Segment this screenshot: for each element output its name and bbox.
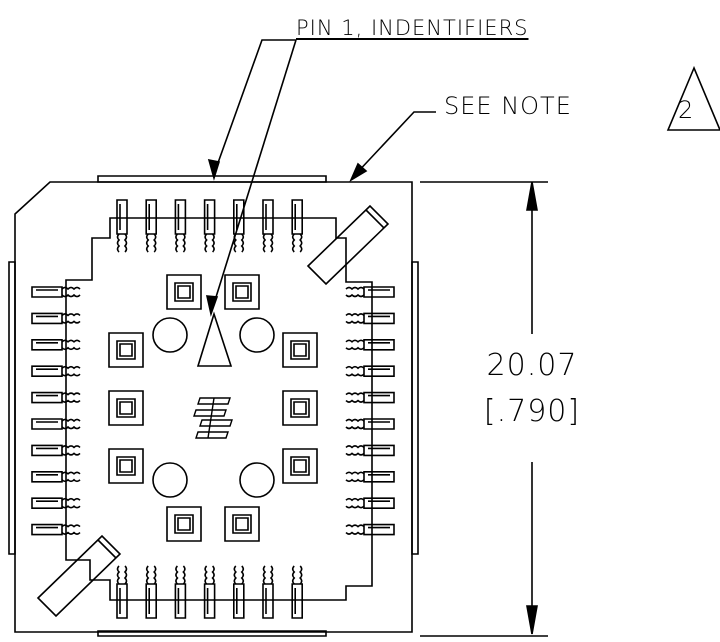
left-pin [32,366,80,376]
left-pin [32,419,80,429]
bottom-pin [117,566,127,618]
contact-pad [109,333,143,367]
corner-bar-top-right [308,206,388,284]
bottom-pin [146,566,156,618]
left-pin [32,472,80,482]
right-pin [346,393,394,403]
left-pin [32,340,80,350]
top-pin [292,200,302,252]
left-pin [32,445,80,455]
top-pin [117,200,127,252]
note-leader [351,112,436,180]
dimension-mm: 20.07 [486,348,578,383]
bottom-pin [234,566,244,618]
contact-pad [283,449,317,483]
contact-pad [283,391,317,425]
contact-pad [283,333,317,367]
right-pin-row [346,287,394,535]
top-pin [234,200,244,252]
logo-mark [194,398,232,438]
corner-bar-bottom-left [38,536,120,616]
left-pin-row [32,287,80,535]
left-pin [32,393,80,403]
bottom-pin [292,566,302,618]
right-pin [346,445,394,455]
top-pin-row [117,200,302,252]
pin1-triangle [198,314,231,366]
bottom-lip [98,631,326,636]
dimension-line [420,182,548,636]
bottom-pin-row [117,566,302,618]
contact-pad [167,275,201,309]
left-pin [32,498,80,508]
left-pin [32,525,80,535]
note-triangle [668,68,720,130]
alignment-hole-3 [153,463,187,497]
top-pin [175,200,185,252]
inner-cavity [66,218,372,600]
bottom-pin [175,566,185,618]
left-side-tab [9,262,15,554]
contact-pad [225,275,259,309]
contact-pad [167,507,201,541]
top-pin [263,200,273,252]
right-pin [346,313,394,323]
bottom-pin [263,566,273,618]
right-pin [346,287,394,297]
right-pin [346,419,394,429]
top-lip [98,176,326,182]
alignment-hole-4 [240,463,274,497]
pin1-identifier-label: PIN 1, INDENTIFIERS [296,16,529,40]
right-pin [346,472,394,482]
contact-pads [109,275,317,541]
contact-pad [109,391,143,425]
alignment-hole-1 [153,318,187,352]
note-number: 2 [678,96,695,124]
alignment-hole-2 [240,318,274,352]
see-note-label: SEE NOTE [444,92,572,120]
right-pin [346,498,394,508]
right-pin [346,525,394,535]
top-pin [205,200,215,252]
right-pin [346,340,394,350]
dimension-inch: [.790] [483,394,581,429]
right-side-tab [412,262,418,554]
package-body [15,182,412,632]
bottom-pin [205,566,215,618]
left-pin [32,313,80,323]
right-pin [346,366,394,376]
contact-pad [109,449,143,483]
left-pin [32,287,80,297]
top-pin [146,200,156,252]
contact-pad [225,507,259,541]
pin1-leaders [207,40,296,314]
